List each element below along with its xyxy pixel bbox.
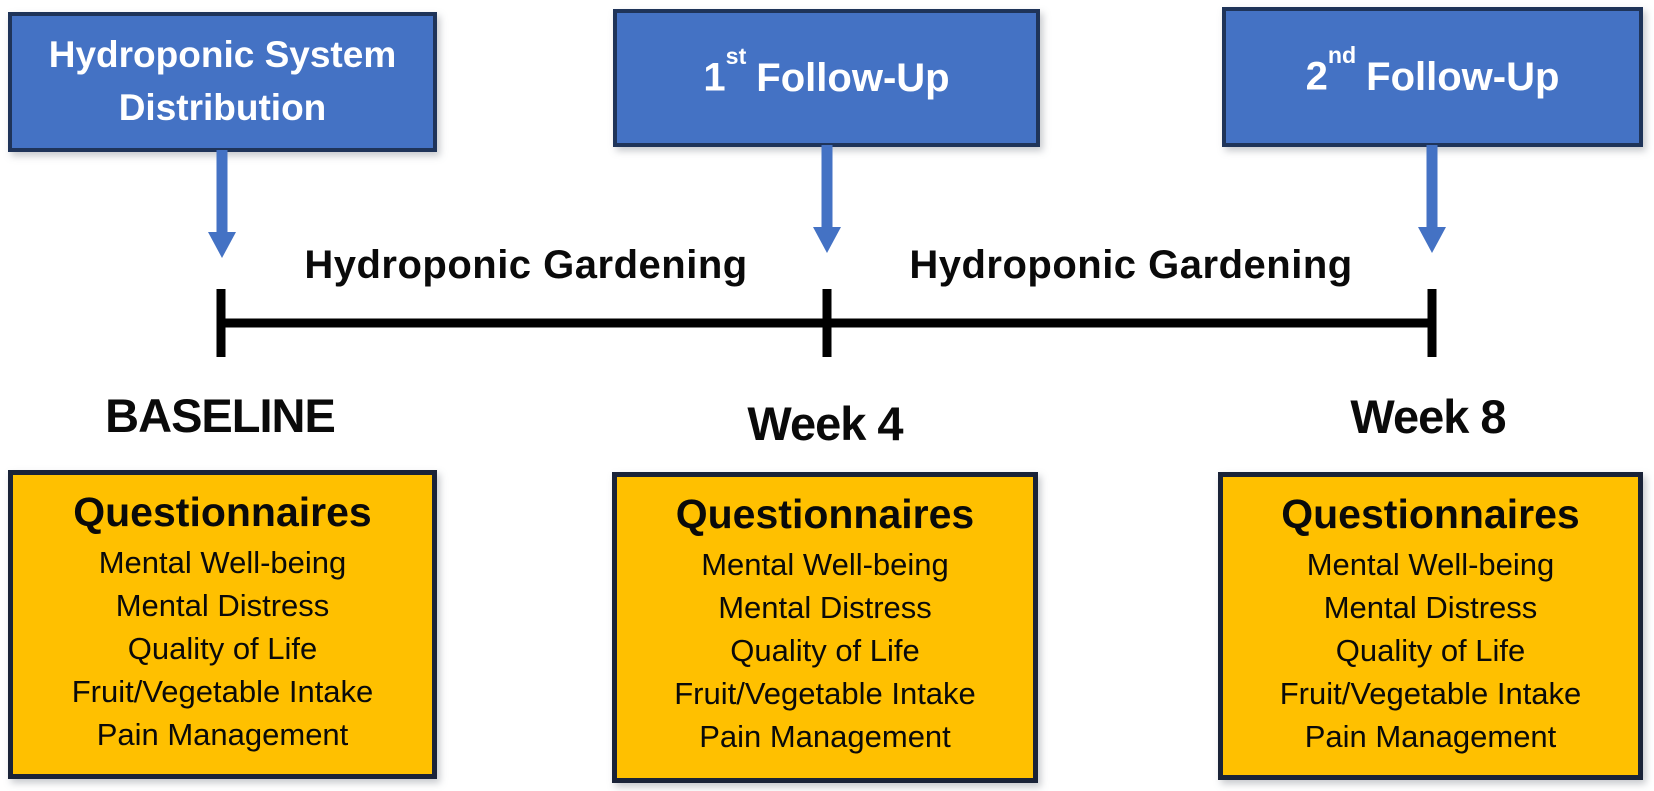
- first-follow-up-label: 1st Follow-Up: [703, 43, 950, 100]
- questionnaire-item: Mental Distress: [1323, 590, 1538, 625]
- down-arrow-week8: [1418, 145, 1446, 253]
- questionnaire-item: Fruit/Vegetable Intake: [71, 674, 374, 709]
- questionnaires-title: Questionnaires: [675, 491, 975, 537]
- hydroponic-system-distribution-box: Hydroponic System Distribution: [8, 12, 437, 152]
- questionnaire-item: Quality of Life: [730, 633, 920, 668]
- follow-up-number: 2: [1305, 54, 1328, 99]
- segment-label-gardening-1: Hydroponic Gardening: [304, 243, 748, 287]
- milestone-label-week4: Week 4: [747, 397, 903, 450]
- questionnaire-item: Mental Well-being: [1306, 547, 1555, 582]
- follow-up-text: Follow-Up: [756, 55, 950, 100]
- questionnaires-title: Questionnaires: [73, 489, 372, 535]
- distribution-line2: Distribution: [118, 87, 327, 128]
- questionnaire-item: Mental Distress: [718, 590, 932, 625]
- down-arrow-week4: [813, 145, 841, 253]
- questionnaire-item: Quality of Life: [127, 631, 318, 666]
- questionnaires-box-baseline: Questionnaires Mental Well-being Mental …: [8, 470, 437, 779]
- follow-up-number: 1: [703, 55, 726, 100]
- questionnaire-item: Mental Well-being: [701, 547, 949, 582]
- questionnaire-item: Quality of Life: [1335, 633, 1526, 668]
- segment-label-gardening-2: Hydroponic Gardening: [909, 243, 1353, 287]
- questionnaires-box-week4: Questionnaires Mental Well-being Mental …: [612, 472, 1038, 783]
- ordinal-suffix: st: [725, 43, 747, 70]
- questionnaire-item: Fruit/Vegetable Intake: [1279, 676, 1582, 711]
- follow-up-text: Follow-Up: [1366, 54, 1560, 99]
- questionnaire-item: Pain Management: [96, 717, 349, 752]
- milestone-label-baseline: BASELINE: [105, 389, 336, 442]
- first-follow-up-box: 1st Follow-Up: [613, 9, 1040, 147]
- distribution-line1: Hydroponic System: [48, 34, 397, 76]
- questionnaire-item: Fruit/Vegetable Intake: [674, 676, 976, 711]
- questionnaire-item: Mental Distress: [115, 588, 330, 623]
- questionnaire-item: Mental Well-being: [98, 545, 347, 580]
- questionnaire-item: Pain Management: [699, 719, 951, 754]
- questionnaires-title: Questionnaires: [1281, 491, 1580, 537]
- down-arrow-baseline: [208, 150, 236, 258]
- hydroponic-system-distribution-label: Hydroponic System Distribution: [49, 29, 396, 134]
- questionnaire-item: Pain Management: [1304, 719, 1557, 754]
- milestone-label-week8: Week 8: [1350, 390, 1506, 443]
- ordinal-suffix: nd: [1327, 42, 1357, 69]
- questionnaires-box-week8: Questionnaires Mental Well-being Mental …: [1218, 472, 1643, 780]
- second-follow-up-label: 2nd Follow-Up: [1305, 42, 1560, 99]
- second-follow-up-box: 2nd Follow-Up: [1222, 7, 1643, 147]
